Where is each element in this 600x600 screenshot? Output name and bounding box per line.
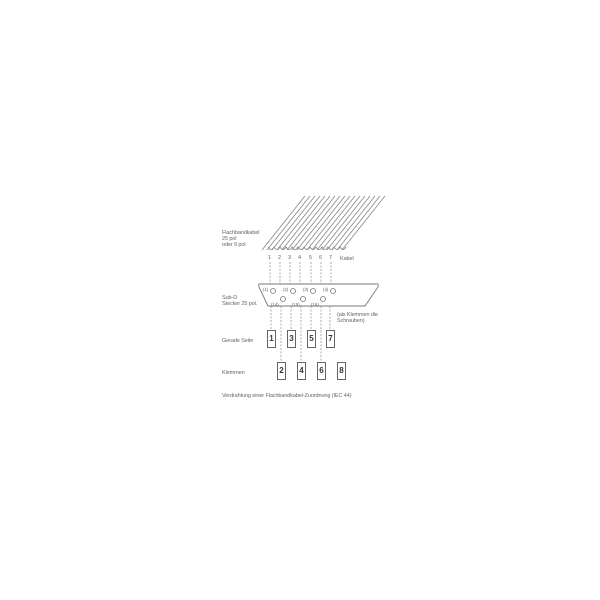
cable-label-1: Flachbandkabel	[222, 230, 260, 236]
pin-label: (16)	[311, 302, 319, 307]
wire-drops	[269, 262, 332, 285]
pin-label: (2)	[283, 287, 289, 292]
wire-number: 5	[309, 255, 312, 261]
terminal-7: 7	[326, 330, 335, 348]
wire-number: 4	[298, 255, 301, 261]
terminal-3: 3	[287, 330, 296, 348]
cable-label-3: oder 9 pol	[222, 242, 246, 248]
wire-label: Kabel	[340, 256, 354, 262]
terminal-2: 2	[277, 362, 286, 380]
connector-label-1: Sub-D	[222, 295, 238, 301]
pin-label: (3)	[303, 287, 309, 292]
terminal-6: 6	[317, 362, 326, 380]
cable-end	[267, 246, 347, 250]
wire-number: 1	[268, 255, 271, 261]
pin-label: (4)	[323, 287, 329, 292]
wire-number: 2	[278, 255, 281, 261]
subd-connector-shell	[258, 283, 379, 307]
wire-number: 3	[288, 255, 291, 261]
pin-label: (1)	[263, 287, 269, 292]
connector-pins	[270, 288, 336, 302]
terminal-4: 4	[297, 362, 306, 380]
pin-label: (15)	[292, 302, 300, 307]
terminal-wires	[270, 306, 331, 362]
diagram-caption: Verdrahtung einer Flachbandkabel-Zuordnu…	[222, 393, 352, 399]
pin-label: (14)	[271, 302, 279, 307]
wire-number: 6	[319, 255, 322, 261]
cable-label-2: 25 pol	[222, 236, 237, 242]
terminal-8: 8	[337, 362, 346, 380]
ribbon-cable	[261, 195, 386, 251]
wire-number: 7	[329, 255, 332, 261]
terminal-5: 5	[307, 330, 316, 348]
terminal-1: 1	[267, 330, 276, 348]
connector-label-2: Stecker 25 pol.	[222, 301, 258, 307]
odd-row-label: Gerade Seite	[222, 338, 254, 344]
even-row-label: Klemmen	[222, 370, 245, 376]
connector-note-2: Schrauben)	[337, 318, 365, 324]
connector-note-1: (als Klemmen die	[337, 312, 378, 318]
